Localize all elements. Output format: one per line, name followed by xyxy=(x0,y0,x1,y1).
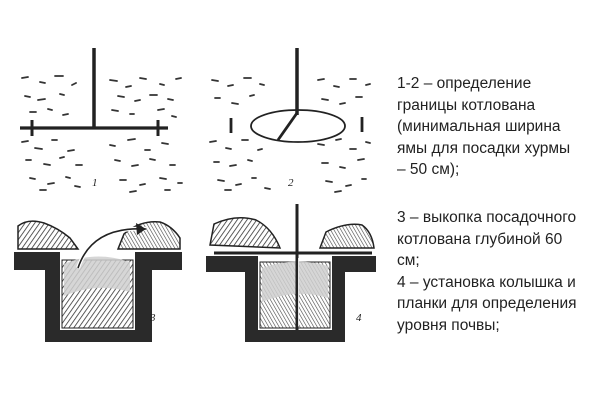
legend-line: 1-2 – определение xyxy=(397,75,532,92)
legend-line: см; xyxy=(397,252,420,269)
panel-4-number: 4 xyxy=(356,312,362,324)
panel-4-stake-and-board: 4 xyxy=(206,204,376,342)
panel-3-soil-mound-right xyxy=(116,221,181,250)
panel-4-soil-mound-right xyxy=(318,223,375,249)
legend-line: ямы для посадки хурмы xyxy=(397,139,571,157)
panel-1-number: 1 xyxy=(92,177,98,189)
legend-line: планки для определения xyxy=(397,295,577,312)
legend-line: 3 – выкопка посадочного xyxy=(397,209,577,226)
panel-2-soil-texture xyxy=(209,77,371,193)
panel-1-marking-pit-border: 1 xyxy=(20,48,183,193)
legend-block-1: 1-2 – определение границы котлована (мин… xyxy=(397,73,570,181)
legend-line: уровня почвы; xyxy=(397,316,500,334)
panel-3-number: 3 xyxy=(149,312,156,324)
panel-4-soil-mound-left xyxy=(209,217,282,249)
panel-3-ground xyxy=(14,252,182,342)
radius-cord xyxy=(276,112,299,141)
pit-border-circle xyxy=(250,109,346,143)
panel-2-circle-marking: 2 xyxy=(209,48,371,193)
legend-line: границы котлована xyxy=(397,96,536,114)
legend-block-2: 3 – выкопка посадочного котлована глубин… xyxy=(397,207,577,336)
panel-3-digging-pit: 3 xyxy=(14,220,182,342)
panel-3-soil-mound-left xyxy=(17,220,80,250)
legend-line: – 50 см); xyxy=(397,161,460,178)
legend-line: 4 – установка колышка и xyxy=(397,273,576,291)
panel-2-number: 2 xyxy=(288,177,294,189)
panel-1-soil-texture xyxy=(21,75,183,193)
panel-4-ground xyxy=(206,256,376,342)
legend-line: котлована глубиной 60 xyxy=(397,230,563,248)
legend-line: (минимальная ширина xyxy=(397,118,561,135)
